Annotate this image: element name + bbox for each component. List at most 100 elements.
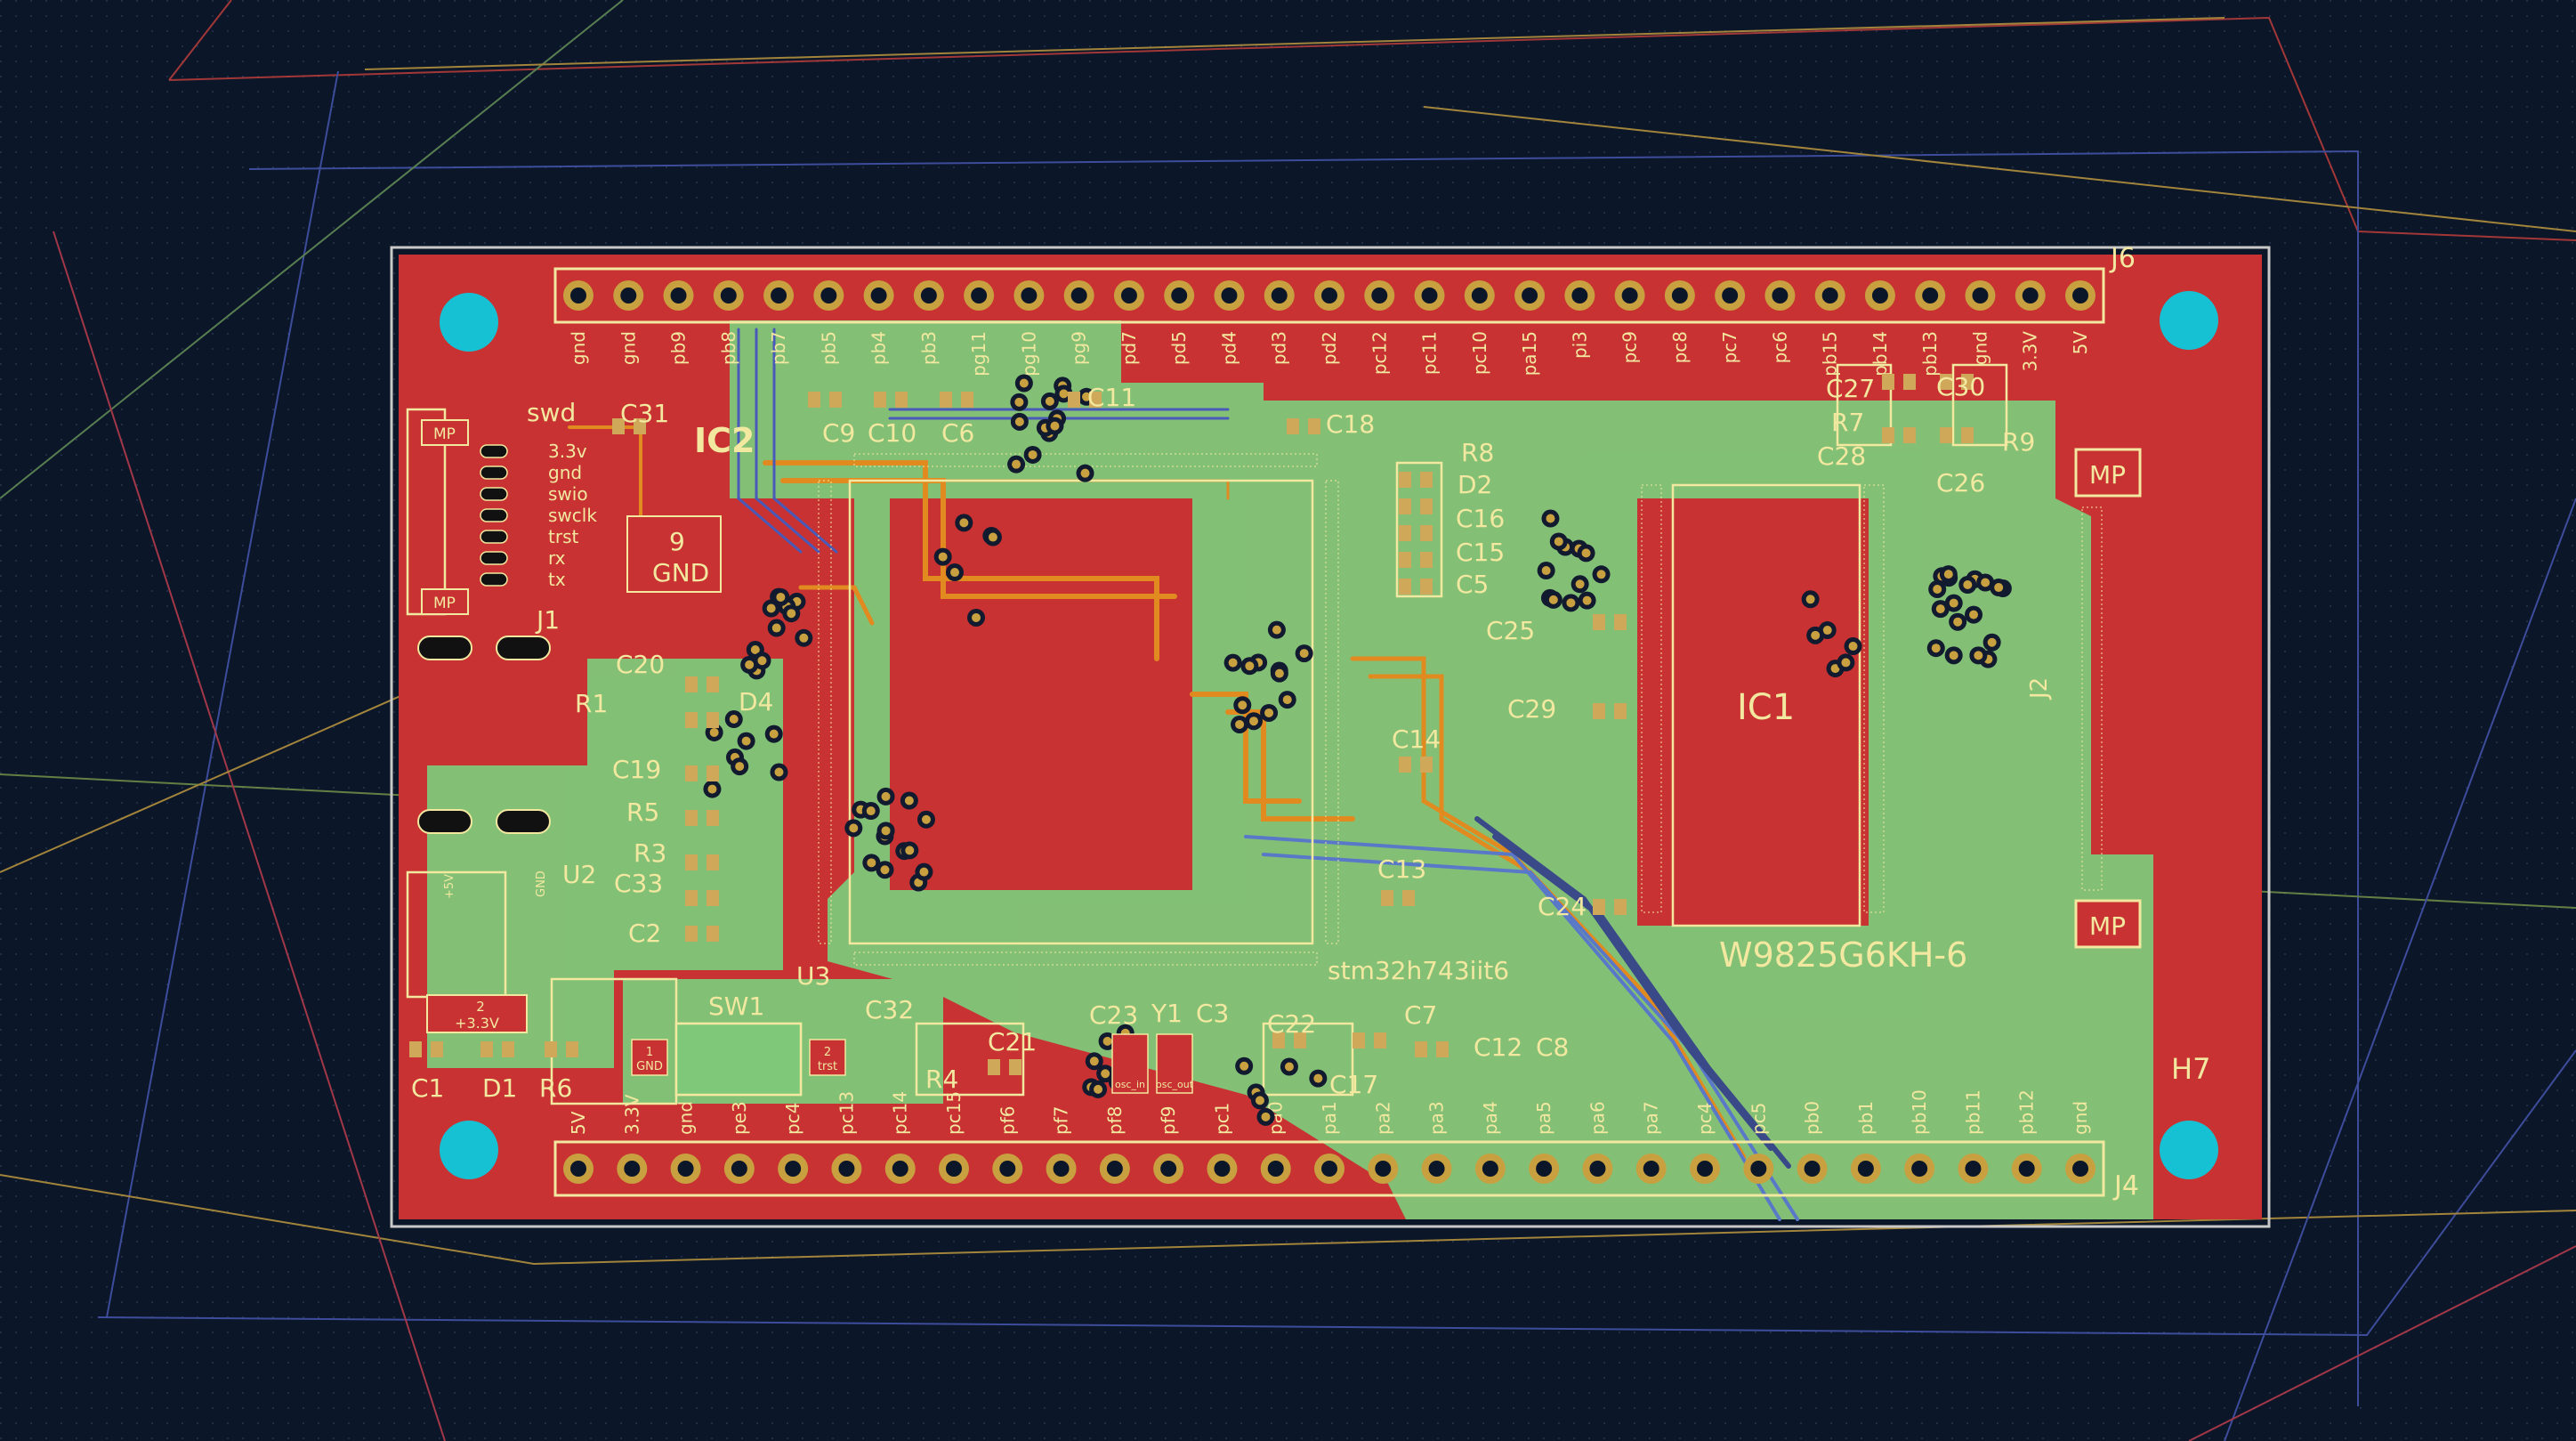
via-ring — [1963, 579, 1973, 589]
ic2-pad-label: GND — [652, 558, 709, 587]
top-header-pin-hole — [1171, 287, 1188, 304]
via-ring — [757, 656, 767, 666]
component-references: C1 D1 R6 C31 C20 R1 D4 C19 R5 R3 C33 C2 … — [411, 372, 2035, 1103]
via-ring — [1282, 695, 1292, 705]
bottom-header-pin-hole — [1428, 1161, 1445, 1177]
ref-r7: R7 — [1831, 408, 1864, 437]
ic1-ref: IC1 — [1737, 687, 1795, 728]
ref-r5: R5 — [626, 797, 659, 827]
sw1-ref: SW1 — [708, 992, 764, 1021]
ref-c28: C28 — [1817, 441, 1866, 471]
via-ring — [1582, 595, 1592, 605]
bottom-header-label: pa2 — [1372, 1101, 1393, 1135]
via-ring — [1101, 1069, 1110, 1079]
top-header-label: pa15 — [1519, 331, 1540, 376]
ref-c27: C27 — [1826, 374, 1875, 403]
ref-c22: C22 — [1267, 1009, 1316, 1039]
bottom-header-label: pc5 — [1748, 1103, 1769, 1135]
via-ring — [1272, 625, 1281, 635]
top-header-pin-hole — [1722, 287, 1739, 304]
top-header-pin-hole — [971, 287, 988, 304]
bottom-header-label: pc4 — [782, 1103, 803, 1135]
via-ring — [1089, 1056, 1099, 1066]
j1-connector: MP MP J1 — [417, 419, 560, 834]
swd-pin-label: gnd — [548, 462, 582, 483]
swd-title: swd — [527, 398, 576, 427]
via-ring — [1082, 392, 1092, 401]
bottom-header-label: pb0 — [1802, 1101, 1823, 1135]
j1-ref: J1 — [535, 605, 560, 635]
ref-c8: C8 — [1536, 1032, 1569, 1062]
top-header-label: pd2 — [1319, 331, 1340, 365]
ref-c16: C16 — [1456, 504, 1505, 533]
via-ring — [988, 532, 997, 542]
u2-regulator: 2 +3.3V +5V GND U2 — [426, 860, 596, 1033]
via-ring — [1548, 595, 1558, 604]
ref-r8: R8 — [1461, 438, 1494, 467]
swd-pin-pad — [480, 551, 508, 565]
mounting-hole-top-left — [440, 293, 498, 352]
via-ring — [849, 823, 859, 833]
via-ring — [1264, 708, 1274, 717]
via-ring — [1080, 468, 1090, 478]
ic-pads — [818, 453, 1885, 966]
bottom-header-pin-hole — [1536, 1161, 1553, 1177]
ref-c11: C11 — [1087, 383, 1136, 412]
via-ring — [1019, 378, 1029, 388]
top-header-label: pc9 — [1619, 331, 1641, 363]
top-header-pin-hole — [620, 287, 637, 304]
swd-pin-label: 3.3v — [548, 441, 587, 462]
via-ring — [709, 727, 719, 737]
ref-c9: C9 — [822, 418, 855, 448]
swd-pin-label: swclk — [548, 505, 597, 526]
top-header-pin-hole — [1571, 287, 1588, 304]
bottom-header-pin-hole — [1857, 1161, 1874, 1177]
bottom-header-pin-hole — [1375, 1161, 1392, 1177]
ic2: IC2 9 GND — [626, 421, 755, 593]
top-header-label: pc11 — [1419, 331, 1441, 375]
via-ring — [745, 660, 755, 669]
top-header-label: pb15 — [1820, 331, 1841, 376]
via-ring — [881, 826, 891, 836]
top-header-label: pb14 — [1869, 331, 1891, 376]
top-header-pin-hole — [1671, 287, 1688, 304]
via-ring — [914, 878, 924, 887]
ic1-pads-right — [1863, 484, 1885, 913]
bottom-header-pin-hole — [785, 1161, 802, 1177]
ref-c12: C12 — [1474, 1032, 1522, 1062]
via-ring — [1240, 1061, 1249, 1071]
via-ring — [938, 552, 948, 562]
via-ring — [881, 791, 891, 801]
j1-mp-top-label: MP — [433, 425, 456, 443]
bottom-header-label: pa1 — [1319, 1101, 1340, 1135]
via-ring — [1102, 1036, 1112, 1046]
via-ring — [904, 796, 914, 806]
top-header-ref: J6 — [2109, 243, 2136, 274]
j2-mp-bottom — [2074, 899, 2142, 949]
ref-r9: R9 — [2002, 427, 2035, 457]
top-header-pin-hole — [1021, 287, 1038, 304]
top-header-label: pc8 — [1669, 331, 1691, 363]
swd-pin-label: trst — [548, 526, 578, 547]
j1-mp-bottom-label: MP — [433, 595, 456, 612]
bottom-header-pin-hole — [1965, 1161, 1982, 1177]
via-ring — [1546, 514, 1555, 523]
top-header-pin-hole — [870, 287, 887, 304]
osc-in-label: osc_in — [1115, 1079, 1145, 1090]
swd-pin-pad — [480, 487, 508, 501]
ref-c18: C18 — [1326, 409, 1375, 439]
ref-c32: C32 — [865, 995, 914, 1024]
bottom-header-label: pa3 — [1426, 1101, 1448, 1135]
via-ring — [950, 568, 960, 578]
via-ring — [776, 592, 786, 602]
via-ring — [787, 609, 796, 619]
ref-r6: R6 — [539, 1073, 572, 1103]
bottom-header-label: pb1 — [1855, 1101, 1877, 1135]
bottom-header-pin-hole — [2018, 1161, 2035, 1177]
bottom-header-label: pc4 — [1694, 1103, 1716, 1135]
via-ring — [799, 633, 809, 643]
bottom-header-label: pa4 — [1480, 1101, 1501, 1135]
bottom-header-label: pb10 — [1909, 1089, 1930, 1135]
